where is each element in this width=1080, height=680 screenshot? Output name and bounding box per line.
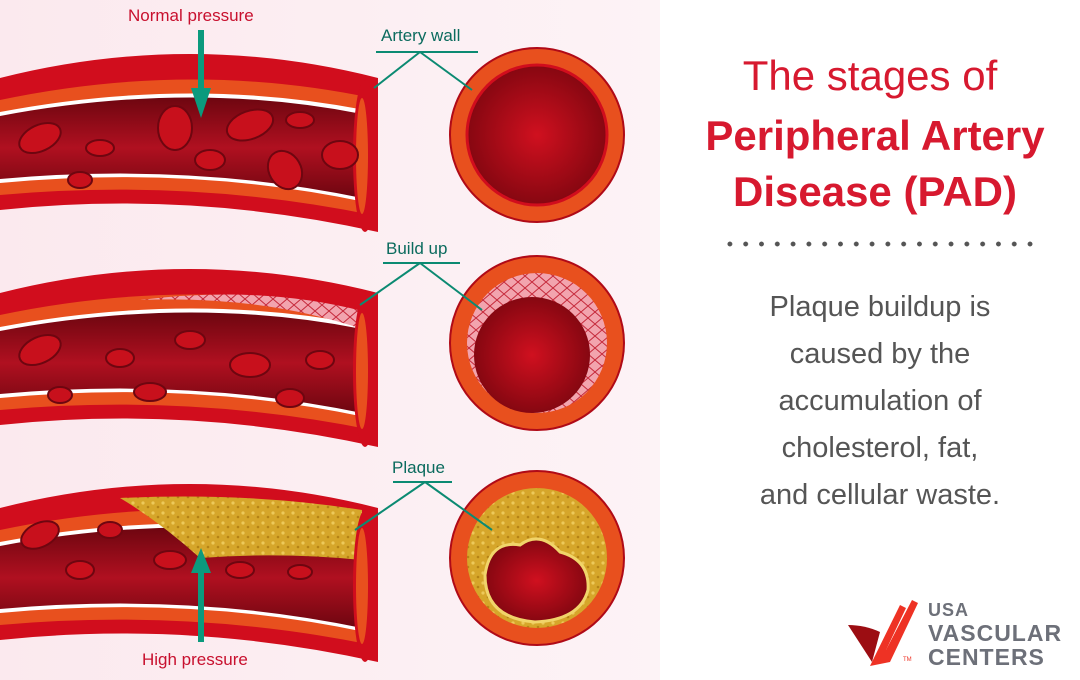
logo-tm: TM: [903, 657, 912, 663]
arrow-up-icon: [191, 548, 211, 642]
label-high-pressure: High pressure: [142, 650, 248, 669]
label-plaque: Plaque: [392, 458, 445, 477]
description-line: accumulation of: [778, 385, 982, 417]
logo-centers: CENTERS: [928, 644, 1045, 670]
title-main: Peripheral Artery Disease (PAD): [680, 108, 1070, 220]
blood-cells: [18, 105, 359, 580]
description: Plaque buildup is caused by the accumula…: [700, 284, 1060, 519]
description-line: and cellular waste.: [759, 479, 1001, 511]
cross-section-plaque: [449, 470, 625, 646]
description-line: cholesterol, fat,: [781, 432, 979, 464]
description-line: caused by the: [789, 338, 971, 370]
title-line-2: Peripheral Artery: [705, 112, 1045, 159]
dotted-divider: [722, 240, 1038, 248]
leader-lines: [354, 51, 493, 531]
artery-normal: [0, 54, 378, 232]
cross-section-normal: [449, 47, 625, 223]
label-normal-pressure: Normal pressure: [128, 6, 254, 25]
logo-icon: [848, 600, 918, 666]
title-line-1: The stages of: [742, 52, 998, 99]
logo-vascular: VASCULAR: [928, 620, 1063, 646]
cross-section-buildup: [449, 255, 625, 431]
artery-plaque: [0, 484, 378, 662]
title-line-3: Disease (PAD): [733, 168, 1017, 215]
logo-usa: USA: [928, 600, 970, 620]
label-artery-wall: Artery wall: [381, 26, 461, 45]
description-line: Plaque buildup is: [769, 291, 991, 323]
label-build-up: Build up: [386, 239, 448, 258]
arrow-down-icon: [191, 30, 211, 118]
